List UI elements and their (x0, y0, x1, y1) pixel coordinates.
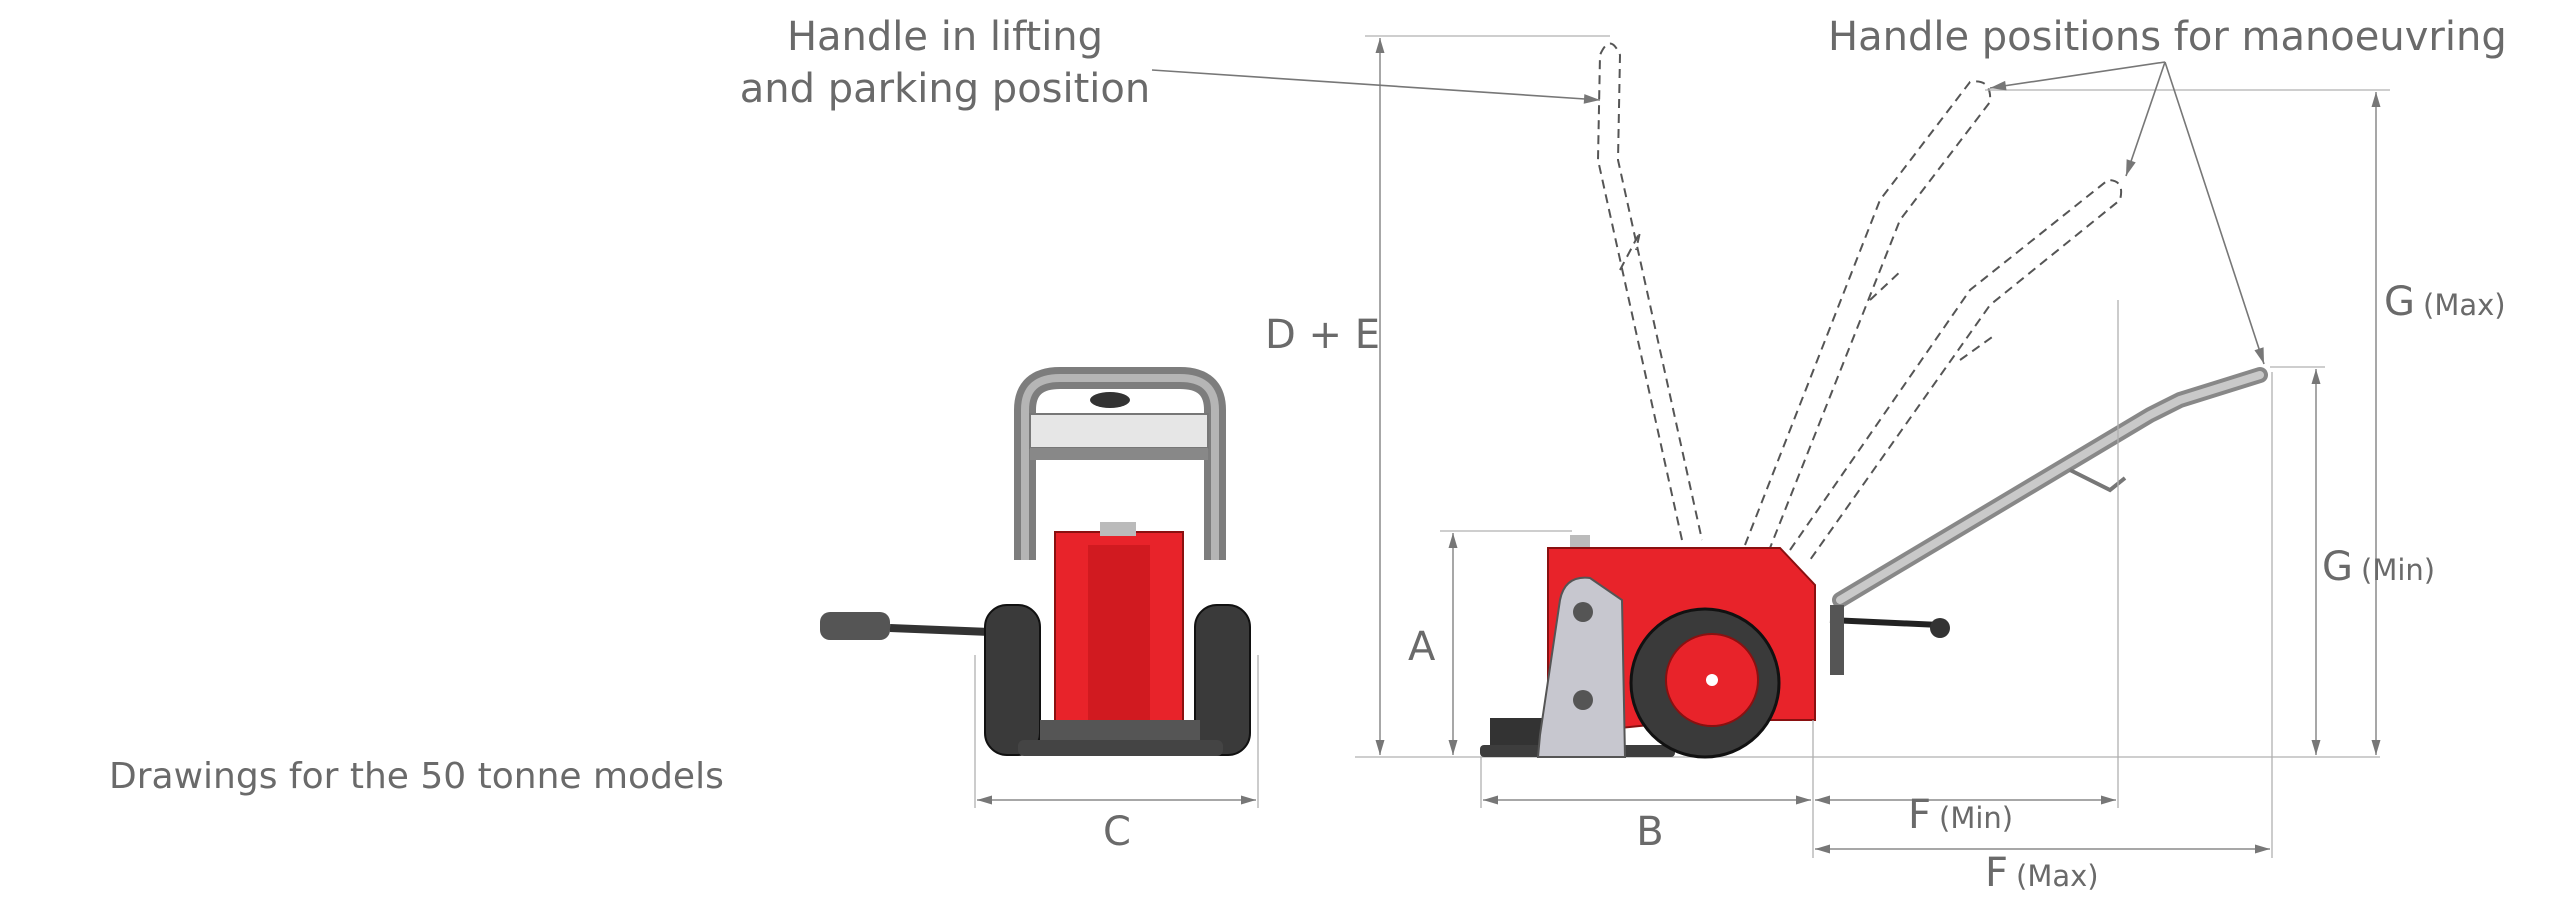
callout-parking-line2: and parking position (740, 66, 1151, 112)
dim-b-label: B (1636, 809, 1663, 855)
dim-f-max-label: F(Max) (1985, 850, 2099, 896)
handle-manoeuvre-low (1832, 367, 2268, 608)
handle-manoeuvre-mid (1789, 178, 2123, 561)
handle-manoeuvre-high (1744, 80, 1992, 549)
hose-coupler (820, 612, 890, 640)
callout-leader-2 (2125, 61, 2166, 177)
dim-de-label: D + E (1265, 312, 1380, 358)
dim-c-label: C (1103, 809, 1131, 855)
callout-parking-line1: Handle in lifting (787, 14, 1103, 60)
drawing-note: Drawings for the 50 tonne models (109, 756, 724, 797)
callout-parking-leader (1151, 69, 1601, 104)
callout-manoeuvring: Handle positions for manoeuvring (1828, 14, 2507, 60)
wheel-right (1194, 604, 1251, 756)
handle-parking-position (1596, 42, 1703, 541)
dim-a-label: A (1408, 624, 1436, 670)
base-plate (1018, 740, 1223, 756)
dim-f-min-label: F(Min) (1908, 792, 2013, 838)
side-view: D + E A B F(Min) F(Max) G(Max) G (740, 14, 2507, 896)
callout-leader-1 (1989, 61, 2166, 91)
callout-leader-3 (2164, 61, 2265, 365)
front-view: C (820, 367, 1259, 855)
data-plate (1029, 413, 1209, 449)
wheel-left (984, 604, 1041, 756)
dim-g-max-label: G(Max) (2384, 279, 2506, 325)
side-plate (1536, 576, 1627, 758)
dim-g-min-label: G(Min) (2322, 544, 2435, 590)
